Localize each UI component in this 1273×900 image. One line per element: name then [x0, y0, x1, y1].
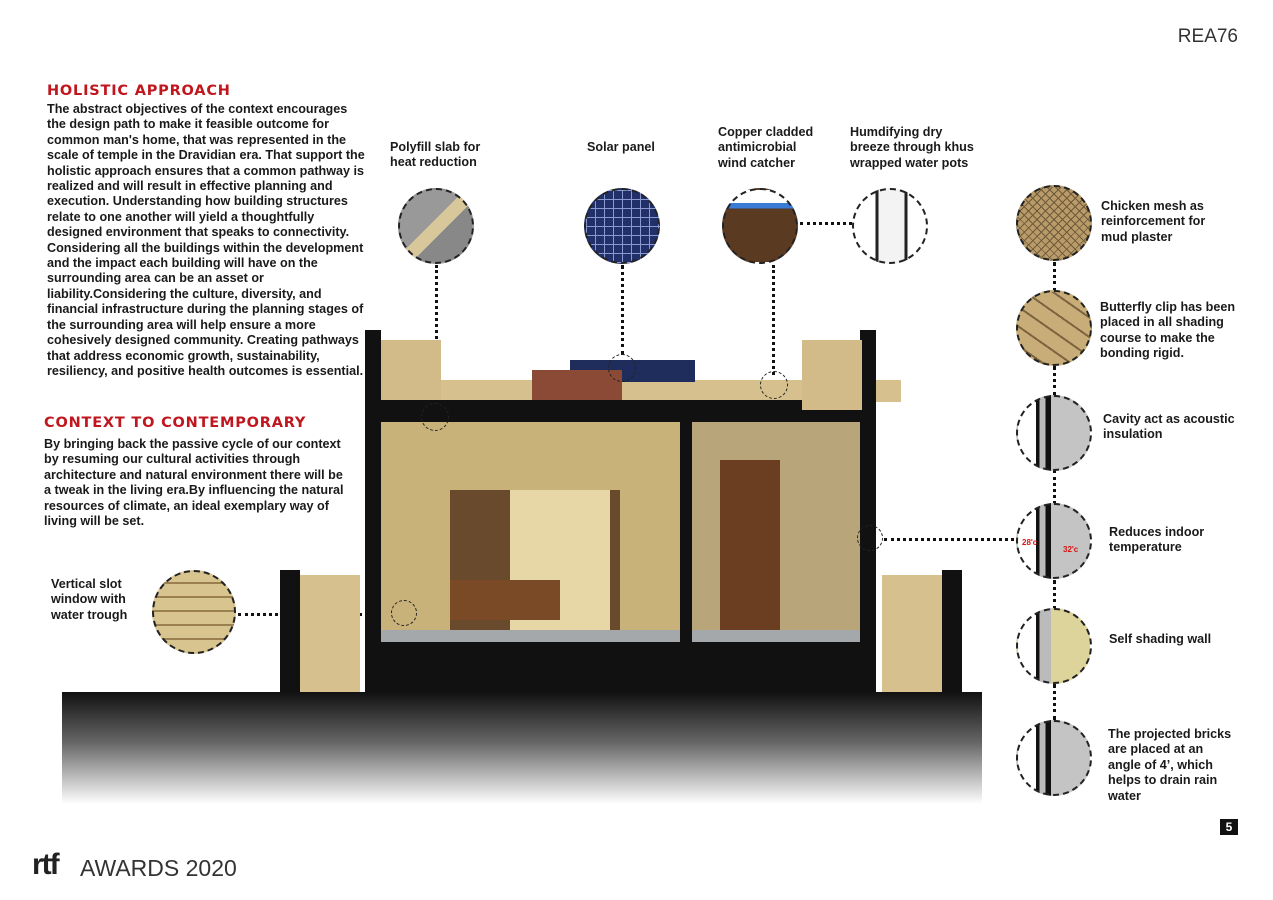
marker-wind-catcher	[760, 371, 788, 399]
butterfly-clip-detail-image	[1016, 290, 1092, 366]
marker-polyfill	[421, 403, 449, 431]
label-polyfill: Polyfill slab for heat reduction	[390, 140, 481, 170]
label-self-shading: Self shading wall	[1109, 632, 1212, 646]
building-section	[280, 330, 962, 692]
context-body: By bringing back the passive cycle of ou…	[44, 437, 344, 529]
awards-label: AWARDS 2020	[80, 855, 237, 881]
label-humidify: Humdifying dry breeze through khus wrapp…	[850, 125, 974, 170]
self-shading-detail-image	[1016, 608, 1092, 684]
label-copper: Copper cladded antimicrobial wind catche…	[718, 125, 814, 170]
solar-detail-image	[584, 188, 660, 264]
label-projected-bricks: The projected bricks are placed at an an…	[1108, 727, 1232, 803]
label-chicken-mesh: Chicken mesh as reinforcement for mud pl…	[1101, 199, 1206, 244]
slot-window-detail-image	[152, 570, 236, 654]
wind-catcher-detail-image	[722, 188, 798, 264]
label-butterfly-clip: Butterfly clip has been placed in all sh…	[1100, 300, 1236, 361]
temperature-detail-image: 28'c 32'c	[1016, 503, 1092, 579]
leader-line	[772, 265, 775, 375]
indoor-temp: 28'c	[1022, 538, 1038, 547]
chicken-mesh-detail-image	[1016, 185, 1092, 261]
leader-line	[1053, 262, 1056, 292]
leader-line	[1053, 580, 1056, 610]
leader-line	[1053, 684, 1056, 720]
label-slot: Vertical slot window with water trough	[51, 577, 128, 622]
leader-line	[621, 265, 624, 355]
context-title: CONTEXT TO CONTEMPORARY	[44, 415, 307, 431]
marker-solar	[608, 354, 636, 382]
rtf-logo: rtf	[32, 848, 60, 881]
projected-bricks-detail-image	[1016, 720, 1092, 796]
holistic-body: The abstract objectives of the context e…	[47, 102, 365, 378]
holistic-title: HOLISTIC APPROACH	[47, 83, 231, 99]
marker-wall	[857, 525, 883, 551]
label-reduces-temperature: Reduces indoor temperature	[1109, 525, 1205, 555]
leader-line	[1053, 366, 1056, 396]
leader-line	[800, 222, 852, 225]
leader-line	[1053, 470, 1056, 504]
leader-line	[435, 265, 438, 405]
cavity-detail-image	[1016, 395, 1092, 471]
water-pot-detail-image	[852, 188, 928, 264]
polyfill-detail-image	[398, 188, 474, 264]
outdoor-temp: 32'c	[1063, 545, 1079, 554]
page-number: 5	[1220, 819, 1238, 835]
sheet-code: REA76	[1177, 26, 1238, 47]
leader-line	[884, 538, 1020, 541]
label-solar: Solar panel	[587, 140, 655, 154]
marker-slot-window	[391, 600, 417, 626]
label-cavity: Cavity act as acoustic insulation	[1103, 412, 1235, 442]
ground-shadow	[62, 692, 982, 804]
